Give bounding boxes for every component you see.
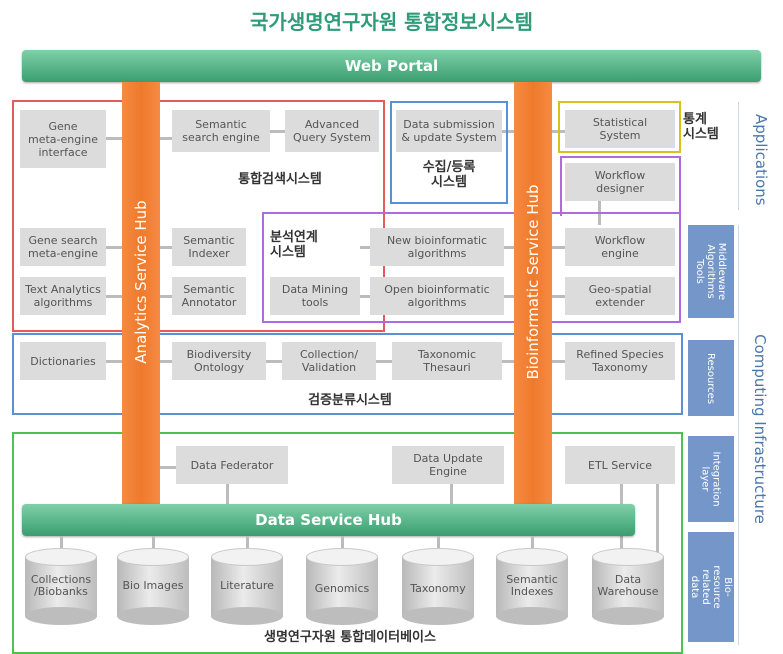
dictionaries-box[interactable]: Dictionaries	[20, 342, 106, 380]
analysis-link-frame-top	[560, 156, 681, 216]
database-label: Literature	[220, 579, 274, 592]
applications-label: Applications	[752, 114, 770, 206]
integration-block: Integration layer	[688, 436, 734, 522]
connector	[598, 195, 601, 225]
integrated-search-frame	[12, 100, 385, 332]
resources-label: Resources	[705, 352, 717, 404]
taxonomic-thesauri-box[interactable]: Taxonomic Thesauri	[392, 342, 502, 380]
data-service-hub-bar[interactable]: Data Service Hub	[22, 504, 635, 536]
analysis-link-label: 분석연계 시스템	[270, 230, 318, 260]
etl-service-box[interactable]: ETL Service	[565, 446, 675, 484]
statistics-label: 통계 시스템	[683, 112, 719, 142]
connector	[437, 536, 440, 550]
database-cylinder[interactable]: Taxonomy	[402, 548, 474, 626]
database-label: Collections /Biobanks	[30, 573, 92, 598]
database-label: Taxonomy	[410, 582, 466, 595]
statistics-frame	[558, 101, 681, 153]
database-label: Data Warehouse	[597, 573, 659, 598]
new-bioinformatic-box[interactable]: New bioinformatic algorithms	[370, 228, 504, 266]
bioinformatic-service-hub[interactable]: Bioinformatic Service Hub	[514, 82, 552, 506]
connector	[620, 484, 623, 604]
refined-species-box[interactable]: Refined Species Taxonomy	[565, 342, 675, 380]
gene-meta-engine-box[interactable]: Gene meta-engine interface	[20, 110, 106, 168]
database-cylinder[interactable]: Semantic Indexes	[496, 548, 568, 626]
geo-spatial-box[interactable]: Geo-spatial extender	[565, 277, 675, 315]
data-submission-box[interactable]: Data submission & update System	[396, 110, 502, 152]
connector	[246, 536, 249, 550]
connector	[152, 536, 155, 550]
database-cylinder[interactable]: Collections /Biobanks	[25, 548, 97, 626]
workflow-designer-box[interactable]: Workflow designer	[565, 163, 675, 201]
connector	[450, 484, 453, 504]
connector	[270, 130, 286, 133]
computing-divider	[738, 225, 739, 645]
integration-label: Integration layer	[700, 451, 723, 507]
connector	[656, 484, 659, 604]
diagram-title: 국가생명연구자원 통합정보시스템	[250, 10, 533, 34]
middleware-block: Middleware Algorithms Tools	[688, 225, 734, 318]
database-label: Semantic Indexes	[506, 573, 558, 598]
data-federator-box[interactable]: Data Federator	[176, 446, 288, 484]
open-bioinformatic-box[interactable]: Open bioinformatic algorithms	[370, 277, 504, 315]
connector	[226, 484, 229, 504]
collection-registration-frame	[390, 101, 508, 204]
statistical-system-box[interactable]: Statistical System	[565, 110, 675, 148]
integrated-database-label: 생명연구자원 통합데이터베이스	[264, 630, 436, 645]
connector	[60, 536, 63, 550]
applications-divider	[738, 102, 739, 210]
analysis-link-frame	[262, 212, 681, 323]
text-analytics-box[interactable]: Text Analytics algorithms	[20, 277, 106, 315]
analytics-hub-label: Analytics Service Hub	[132, 200, 150, 364]
connector	[341, 536, 344, 550]
database-cylinder[interactable]: Literature	[211, 548, 283, 626]
computing-infrastructure-label: Computing Infrastructure	[751, 334, 769, 524]
connector	[160, 466, 180, 469]
bio-resource-block: Bio-resource related data	[688, 532, 734, 642]
database-cylinder[interactable]: Bio Images	[117, 548, 189, 626]
integrated-search-label: 통합검색시스템	[238, 172, 322, 187]
gene-search-meta-engine-box[interactable]: Gene search meta-engine	[20, 228, 106, 266]
collection-validation-box[interactable]: Collection/ Validation	[282, 342, 376, 380]
verification-classification-frame	[12, 333, 683, 415]
workflow-engine-box[interactable]: Workflow engine	[565, 228, 675, 266]
connector	[531, 536, 534, 550]
resources-block: Resources	[688, 340, 734, 416]
advanced-query-box[interactable]: Advanced Query System	[285, 110, 379, 152]
collection-registration-label: 수집/등록 시스템	[422, 160, 476, 190]
bioinformatic-hub-label: Bioinformatic Service Hub	[524, 184, 542, 380]
data-mining-box[interactable]: Data Mining tools	[270, 277, 360, 315]
analytics-service-hub[interactable]: Analytics Service Hub	[122, 82, 160, 506]
middleware-label: Middleware Algorithms Tools	[694, 242, 728, 301]
database-cylinder[interactable]: Genomics	[306, 548, 378, 626]
semantic-search-engine-box[interactable]: Semantic search engine	[172, 110, 270, 152]
semantic-indexer-box[interactable]: Semantic Indexer	[172, 228, 246, 266]
biodiversity-ontology-box[interactable]: Biodiversity Ontology	[172, 342, 266, 380]
database-label: Genomics	[314, 582, 370, 595]
database-label: Bio Images	[122, 579, 184, 592]
database-cylinder[interactable]: Data Warehouse	[592, 548, 664, 626]
web-portal-bar[interactable]: Web Portal	[22, 50, 761, 82]
verification-classification-label: 검증분류시스템	[308, 393, 392, 408]
data-update-engine-box[interactable]: Data Update Engine	[392, 446, 504, 484]
bio-resource-label: Bio-resource related data	[689, 565, 733, 609]
semantic-annotator-box[interactable]: Semantic Annotator	[172, 277, 246, 315]
